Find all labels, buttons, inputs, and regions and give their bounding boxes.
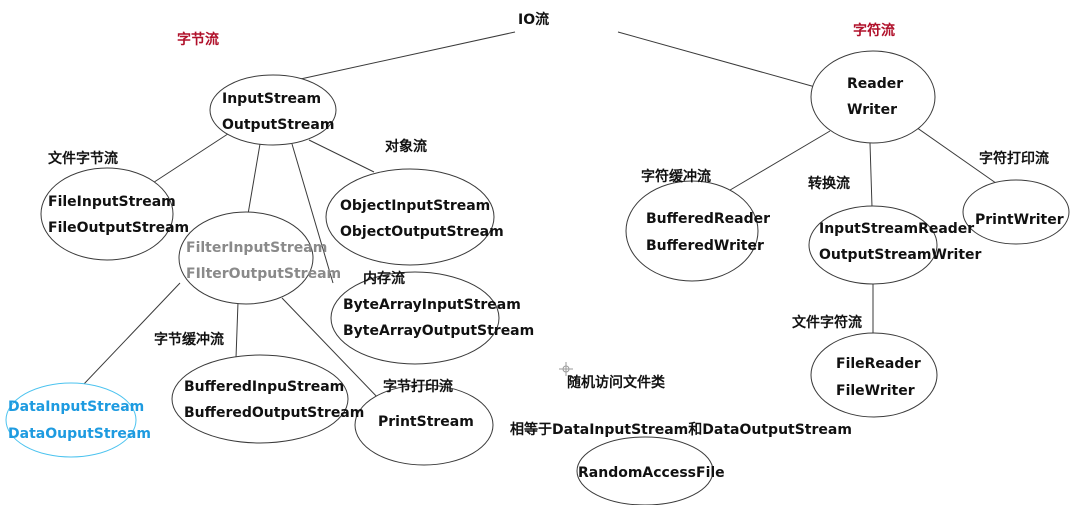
convert-line1: InputStreamReader xyxy=(819,221,974,237)
connectors xyxy=(82,31,1004,401)
data-line2: DataOuputStream xyxy=(8,426,151,442)
edge-byte-root-to-object xyxy=(308,139,375,173)
memory-line1: ByteArrayInputStream xyxy=(343,297,521,313)
byte-root-line1: InputStream xyxy=(222,91,321,107)
convert-line2: OutputStreamWriter xyxy=(819,247,982,263)
file-char-node xyxy=(810,332,938,418)
byte-root-node xyxy=(209,74,337,146)
edge-byte-root-to-filter xyxy=(246,143,261,221)
random-access-node xyxy=(576,436,714,505)
random-access-line1: RandomAccessFile xyxy=(578,465,725,481)
random-access-note: 相等于DataInputStream和DataOutputStream xyxy=(510,421,852,438)
byte-print-label: 字节打印流 xyxy=(383,378,453,395)
char-buffer-node xyxy=(625,180,759,282)
edge-char-root-to-convert xyxy=(869,142,873,208)
byte-print-line1: PrintStream xyxy=(378,414,474,430)
filter-line2: FIlterOutputStream xyxy=(186,266,341,282)
edge-filter-to-data xyxy=(82,282,181,386)
byte-root-line2: OutputStream xyxy=(222,117,334,133)
file-byte-label: 文件字节流 xyxy=(48,150,118,167)
edge-filter-to-byte-print xyxy=(281,297,381,401)
convert-label: 转换流 xyxy=(808,175,850,192)
memory-label: 内存流 xyxy=(363,270,405,287)
byte-buffer-node xyxy=(171,354,349,444)
char-print-label: 字符打印流 xyxy=(979,150,1049,167)
char-buffer-line2: BufferedWriter xyxy=(646,238,764,254)
file-byte-node xyxy=(40,167,174,261)
memory-node xyxy=(330,271,500,365)
edge-char-root-to-char-buffer xyxy=(719,130,831,197)
object-node xyxy=(325,168,495,266)
convert-node xyxy=(808,205,938,285)
object-label: 对象流 xyxy=(385,138,427,155)
char-root-line1: Reader xyxy=(847,76,903,92)
char-print-node xyxy=(962,179,1070,245)
byte-stream-label: 字节流 xyxy=(177,31,219,48)
memory-line2: ByteArrayOutputStream xyxy=(343,323,534,339)
char-print-line1: PrintWriter xyxy=(975,212,1064,228)
file-char-line1: FileReader xyxy=(836,356,921,372)
data-node xyxy=(5,382,137,458)
edge-io-to-byte-root xyxy=(295,31,516,81)
diagram-title: IO流 xyxy=(518,11,549,28)
byte-buffer-line1: BufferedInpuStream xyxy=(184,379,344,395)
object-line2: ObjectOutputStream xyxy=(340,224,504,240)
filter-line1: FilterInputStream xyxy=(186,240,327,256)
byte-print-node xyxy=(354,384,494,466)
file-byte-line1: FileInputStream xyxy=(48,194,176,210)
object-line1: ObjectInputStream xyxy=(340,198,490,214)
edge-byte-root-to-file-byte xyxy=(141,127,238,191)
edge-filter-to-byte-buffer xyxy=(235,301,239,359)
file-byte-line2: FileOutputStream xyxy=(48,220,189,236)
random-access-label: 随机访问文件类 xyxy=(567,374,666,391)
char-root-node xyxy=(810,50,936,144)
data-line1: DataInputStream xyxy=(8,399,144,415)
file-char-label: 文件字符流 xyxy=(792,314,862,331)
byte-buffer-line2: BufferedOutputStream xyxy=(184,405,364,421)
filter-node xyxy=(178,211,314,305)
cursor-crosshair-icon xyxy=(559,362,573,376)
byte-buffer-label: 字节缓冲流 xyxy=(154,331,224,348)
char-buffer-line1: BufferedReader xyxy=(646,211,770,227)
char-root-line2: Writer xyxy=(847,102,897,118)
edge-byte-root-to-memory xyxy=(291,143,334,284)
char-stream-label: 字符流 xyxy=(853,22,895,39)
edge-char-root-to-char-print xyxy=(912,124,1004,189)
char-buffer-label: 字符缓冲流 xyxy=(641,168,711,185)
edge-io-to-char-root xyxy=(617,31,827,91)
file-char-line2: FileWriter xyxy=(836,383,915,399)
